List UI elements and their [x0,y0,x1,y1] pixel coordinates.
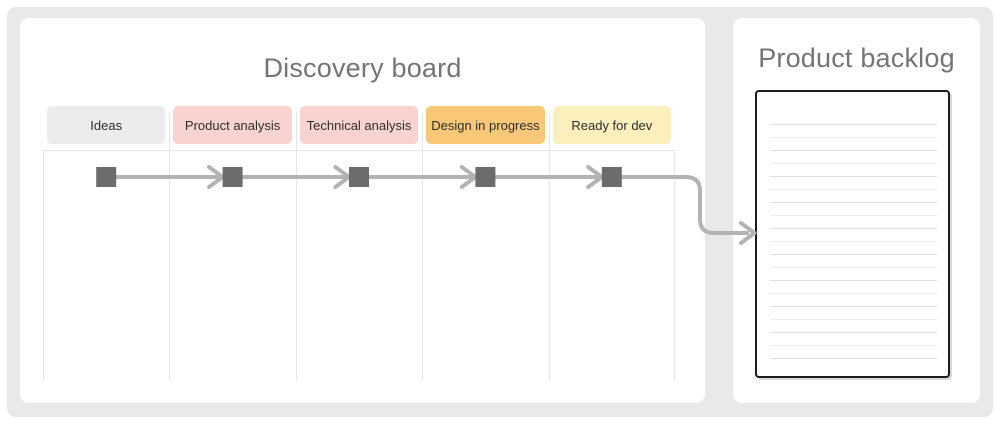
column-headers-row: Ideas Product analysis Technical analysis D… [43,106,675,144]
kanban-board: Ideas Product analysis Technical analysis D… [43,106,675,381]
column-header-ready-for-dev: Ready for dev [552,106,672,144]
grid-line-separator [169,113,171,381]
column-header-label: Design in progress [431,117,540,133]
column-header-design-in-progress: Design in progress [426,106,545,144]
product-backlog-title: Product backlog [758,43,955,73]
product-backlog-panel: Product backlog [733,18,980,403]
column-header-ideas: Ideas [47,106,166,144]
column-header-label: Technical analysis [306,117,412,133]
grid-line-left-edge [43,150,44,381]
grid-line-separator [422,113,424,381]
grid-line-separator [295,113,297,381]
column-header-product-analysis: Product analysis [173,106,292,144]
grid-line-separator [548,113,550,381]
discovery-board-panel: Discovery board Ideas Product analysis Tec… [20,18,705,403]
column-header-label: Product analysis [184,117,281,133]
grid-line-right-edge [674,150,675,381]
grid-line-horizontal [43,150,675,151]
document-text-lines [770,112,937,368]
discovery-board-title: Discovery board [263,53,462,83]
column-header-label: Ideas [90,117,123,133]
column-header-label: Ready for dev [571,117,653,133]
column-header-technical-analysis: Technical analysis [299,106,419,144]
backlog-document [755,90,950,378]
